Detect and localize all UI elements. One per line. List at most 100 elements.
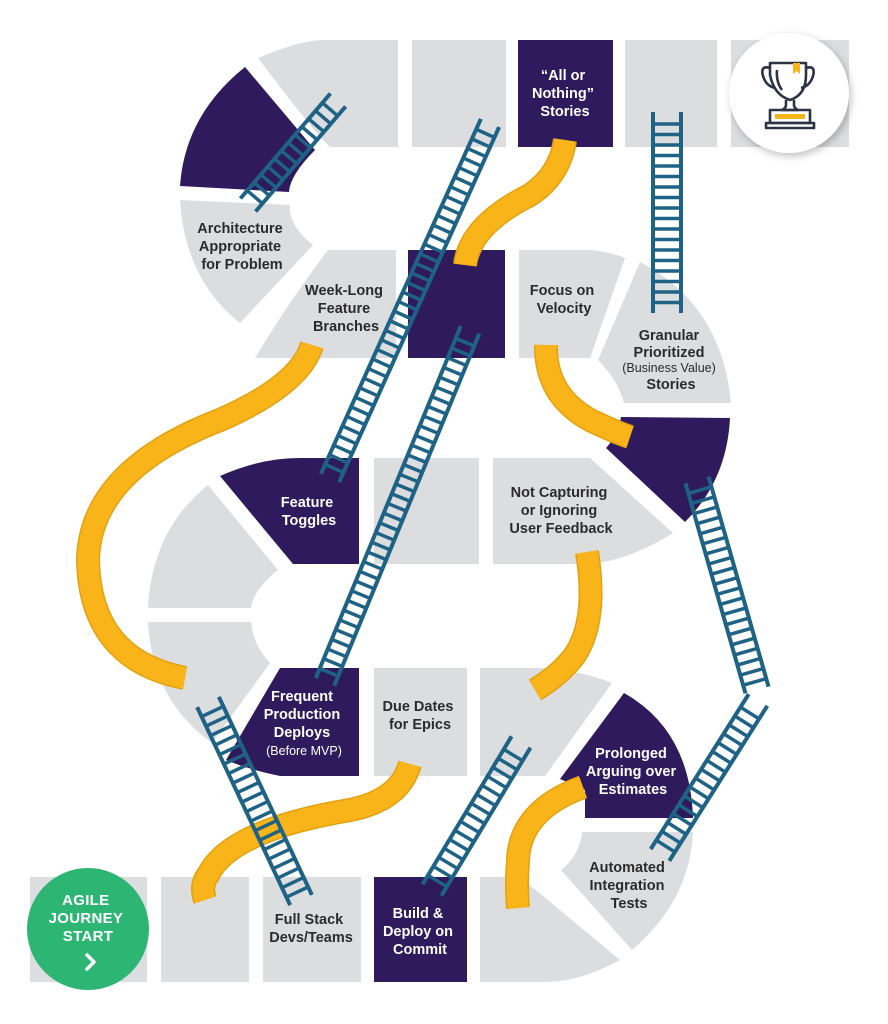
ladder-rung [252,181,271,197]
ladder-rung [458,165,478,178]
ladder-granular [651,112,683,313]
ladder-rung [453,175,474,187]
ladder-rung [403,462,423,474]
ladder-rung [321,101,339,118]
ladder-rung [346,414,366,427]
ladder-rung [419,424,439,436]
ladder-right-long [683,476,771,694]
ladder-rung [209,723,233,738]
ladder-rung [276,866,300,880]
ladder-rail [337,126,501,483]
tile-left-ring-upper [148,485,278,608]
ladder-rung [371,357,392,369]
start-button[interactable]: AGILE JOURNEY START [27,868,149,990]
ladder-rung [263,837,287,852]
ladder-rung [466,146,487,159]
ladder-rung [713,575,738,586]
ladder-rung [391,492,411,503]
slide-prolonged-arguing [506,777,587,909]
ladder-rung [249,809,274,823]
start-label: AGILE JOURNEY START [49,892,128,945]
ladder-rung [287,141,305,158]
ladder-rung [343,608,363,620]
ladder-rung [475,792,497,808]
ladder-full-stack [195,696,314,906]
ladder-rung [666,821,688,836]
ladder-rung [655,838,676,854]
ladder-rung [328,453,349,465]
ladder-rung [406,280,427,293]
ladder-rung [689,785,710,801]
ladder-rung [333,443,353,455]
ladder-rung [736,656,761,667]
ladder-rung [435,385,455,397]
ladder-rung [693,505,718,516]
ladder-rung [739,666,764,677]
ladder-rung [677,803,699,818]
ladder-rung [359,569,379,581]
tile-frequent-deploys [226,668,359,776]
slide-focus-velocity [535,344,634,447]
ladder-rung [694,776,716,792]
ladder-rung [273,157,291,173]
ladder-rung [497,756,519,772]
label-full-stack: Full Stack Devs/Teams [269,912,353,946]
ladder-rung [371,540,391,552]
slide-due-dates [192,760,421,904]
ladder-rung [347,598,367,610]
ladder-rung [717,741,738,756]
ladder-rung [307,117,326,134]
ladder-rung [728,723,749,739]
ladder-rung [214,733,238,747]
ladder-rung [728,626,753,637]
ladder-rung [447,356,467,368]
ladder-rung [223,752,247,766]
ladder-rung [380,338,401,350]
ladder-rung [395,482,415,494]
ladder-rung [731,636,756,647]
ladder-rung [232,771,256,785]
ladder-rung [423,242,444,254]
ladder-rail [439,746,533,897]
ladder-rung [481,783,502,799]
tile-build-deploy [374,877,467,982]
ladder-rung [407,453,427,465]
label-frequent-deploys: Frequent Production Deploys (Before MVP) [264,689,345,758]
ladder-rail [313,325,463,679]
ladder-rung [335,628,355,639]
ladder-rung [241,790,265,804]
label-feature-toggles: Feature Toggles [281,495,337,529]
label-week-long: Week-Long Feature Branches [305,283,387,335]
ladder-rung [427,873,448,889]
tile-automated-tests [561,832,693,950]
ladder-rung [696,515,721,526]
ladder-rung [705,545,730,556]
label-not-capturing: Not Capturing or Ignoring User Feedback [509,485,613,537]
ladder-rung [218,742,242,757]
tile-top-left-wedge [180,67,315,192]
ladder-rail [195,706,292,906]
ladder-rung [341,424,362,436]
ladder-rung [351,589,371,601]
ladder-rung [383,511,403,523]
ladder-rung [455,336,475,348]
ladder-rung [660,829,682,845]
ladder-rail [217,696,314,896]
ladder-rung [258,828,283,842]
ladder-rung [432,864,454,880]
tile-lower-mid-3 [480,668,612,776]
ladder-rung [448,837,470,853]
ladder-rung [285,885,309,899]
ladder-rung [376,347,396,360]
finish-circle [729,33,849,153]
ladder-rung [699,525,724,536]
ladder-rung [245,799,269,814]
ladder-rung [454,828,475,844]
tile-not-capturing [493,458,673,564]
ladder-rung [449,185,470,197]
finish-badge[interactable] [729,33,849,153]
ladder-rung [719,596,744,607]
ladder-rung [254,818,278,833]
ladder-rail [420,735,514,886]
